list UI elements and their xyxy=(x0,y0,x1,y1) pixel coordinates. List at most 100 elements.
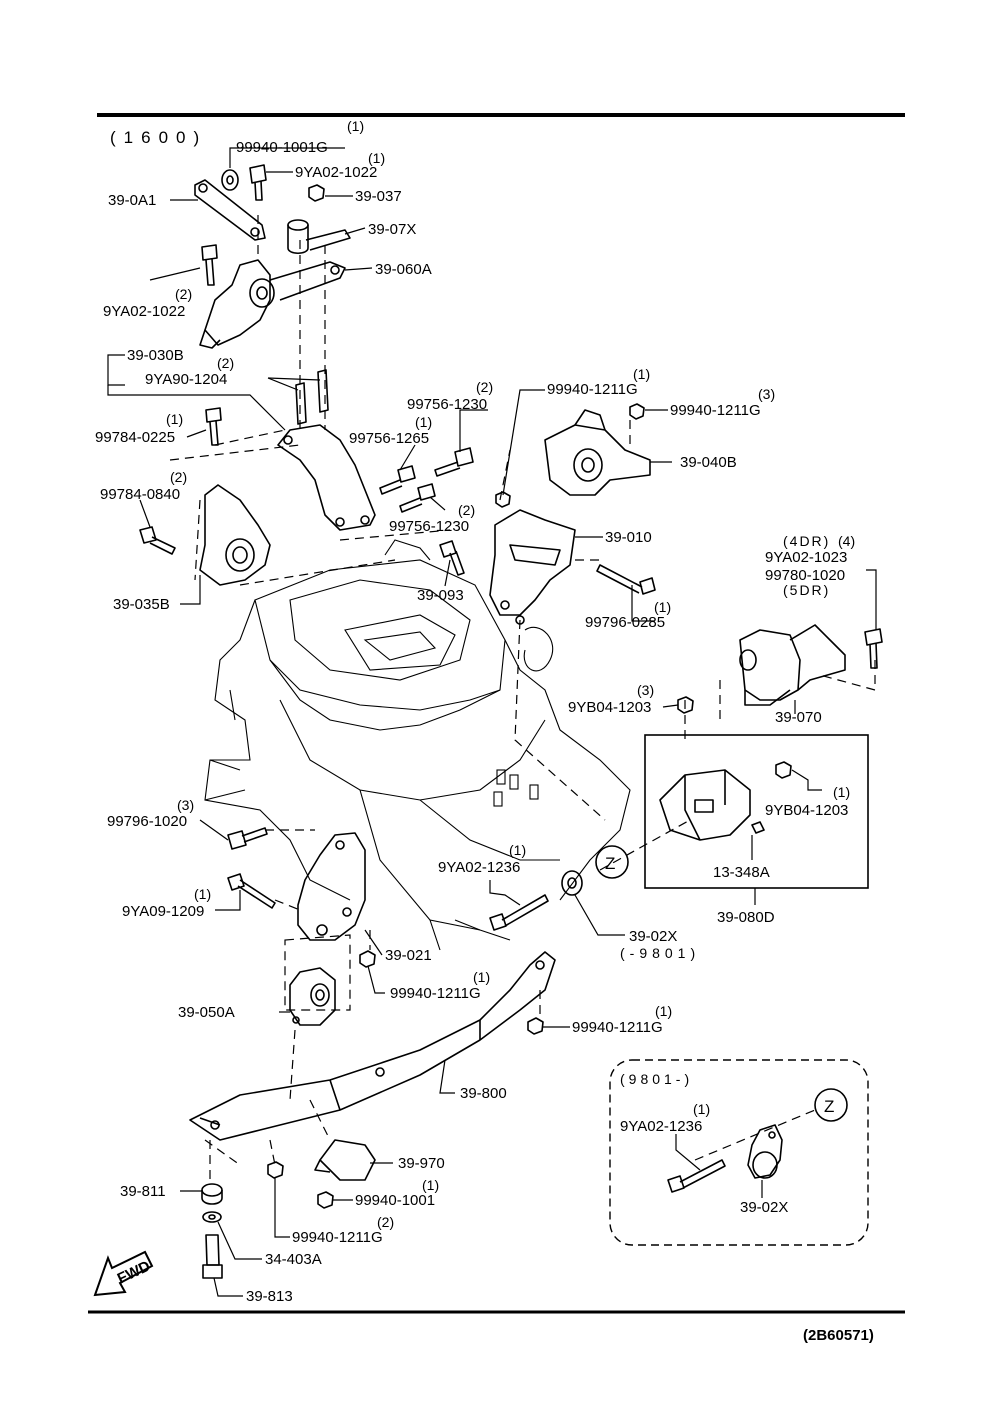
svg-text:(-9801): (-9801) xyxy=(620,945,700,961)
part-label-39-970: 39-970 xyxy=(398,1155,445,1172)
part-label-39-080D: 39-080D xyxy=(717,909,775,926)
mount-39-050A-shape xyxy=(289,967,336,1026)
svg-text:99940-1001: 99940-1001 xyxy=(355,1192,435,1209)
svg-text:(1): (1) xyxy=(633,366,650,382)
part-label-39-811: 39-811 xyxy=(120,1183,166,1200)
svg-text:(2): (2) xyxy=(377,1214,394,1230)
svg-text:99756-1230: 99756-1230 xyxy=(389,518,469,535)
svg-text:Z: Z xyxy=(824,1097,834,1116)
svg-text:(4): (4) xyxy=(838,533,855,549)
svg-text:99940-1211G: 99940-1211G xyxy=(390,985,481,1002)
part-label-39-035B: 39-035B xyxy=(113,596,170,613)
svg-text:(3): (3) xyxy=(177,797,194,813)
part-label-inset-39-02X: 39-02X xyxy=(740,1199,788,1216)
bracket-39-0A1-shape xyxy=(194,179,266,241)
part-label-99940-1211G-b: (3) 99940-1211G xyxy=(670,386,775,419)
svg-text:9YB04-1203: 9YB04-1203 xyxy=(765,802,848,819)
part-label-99756-1230-b: (2) 99756-1230 xyxy=(389,502,475,535)
part-label-9YA02-1022-left: (2) 9YA02-1022 xyxy=(103,286,192,320)
svg-text:99756-1230: 99756-1230 xyxy=(407,396,487,413)
inset-box-9801 xyxy=(609,1059,869,1246)
bracket-39-970-shape xyxy=(314,1139,376,1181)
part-label-99940-1211G-e: (2) 99940-1211G xyxy=(292,1214,394,1246)
bushing-39-811-shape xyxy=(201,1183,223,1205)
nut-99940-1001-shape xyxy=(317,1191,334,1209)
nut-99940-1211G-e-shape xyxy=(267,1161,284,1179)
nut-99940-1211G-c-shape xyxy=(359,950,376,968)
svg-text:(1): (1) xyxy=(473,969,490,985)
bolt-9YA02-1236-shape xyxy=(489,894,549,931)
part-label-4dr: (4DR) (4) xyxy=(783,533,855,549)
part-label-39-800: 39-800 xyxy=(460,1085,507,1102)
svg-text:(3): (3) xyxy=(637,682,654,698)
svg-text:9YA02-1236: 9YA02-1236 xyxy=(620,1118,702,1135)
part-label-13-348A: 13-348A xyxy=(713,864,770,881)
part-label-99940-1211G-d: (1) 99940-1211G xyxy=(572,1003,672,1036)
svg-text:(3): (3) xyxy=(758,386,775,402)
svg-text:99940-1211G: 99940-1211G xyxy=(670,402,761,419)
svg-text:99756-1265: 99756-1265 xyxy=(349,430,429,447)
bolt-99784-0840-shape xyxy=(139,526,176,555)
svg-text:99784-0840: 99784-0840 xyxy=(100,486,180,503)
nut-9YB04-1203-shape xyxy=(677,696,694,714)
mount-39-060A-shape xyxy=(199,259,346,349)
svg-text:9YA02-1022: 9YA02-1022 xyxy=(103,303,185,320)
mount-39-070-shape xyxy=(739,624,846,706)
part-label-99756-1265: (1) 99756-1265 xyxy=(349,414,432,447)
fwd-arrow-icon: FWD xyxy=(93,1250,154,1297)
bracket-39-010-shape xyxy=(489,509,576,625)
part-label-39-021: 39-021 xyxy=(385,947,432,964)
mount-39-040B-shape xyxy=(544,409,651,496)
part-label-39-040B: 39-040B xyxy=(680,454,737,471)
diagram-code: (2B60571) xyxy=(803,1327,874,1344)
bolt-99784-0225-shape xyxy=(205,407,222,446)
inset-box-39-080D xyxy=(644,734,869,889)
part-label-39-010: 39-010 xyxy=(605,529,652,546)
part-label-9YA09-1209: (1) 9YA09-1209 xyxy=(122,886,211,920)
svg-text:(1): (1) xyxy=(654,599,671,615)
svg-text:(2): (2) xyxy=(458,502,475,518)
bolt-99796-0285-shape xyxy=(596,564,656,595)
crossmember-39-800-shape xyxy=(189,951,556,1141)
part-label-5dr: (5DR) xyxy=(783,582,830,598)
bracket-39-030B-shape xyxy=(277,424,376,531)
part-label-99784-0840: (2) 99784-0840 xyxy=(100,469,187,503)
svg-text:9YA90-1204: 9YA90-1204 xyxy=(145,371,227,388)
svg-text:(2): (2) xyxy=(175,286,192,302)
part-label-99780-1020: 99780-1020 xyxy=(765,567,845,584)
nut-39-037-shape xyxy=(308,184,325,202)
leader-lines xyxy=(107,147,877,1297)
part-label-99784-0225: (1) 99784-0225 xyxy=(95,411,183,446)
svg-text:(2): (2) xyxy=(170,469,187,485)
part-label-39-813: 39-813 xyxy=(246,1288,293,1305)
part-label-39-030B: 39-030B xyxy=(127,347,184,364)
svg-text:9YA02-1236: 9YA02-1236 xyxy=(438,859,520,876)
svg-text:99940-1211G: 99940-1211G xyxy=(547,381,638,398)
part-label-39-093: 39-093 xyxy=(417,587,464,604)
part-label-99756-1230-a: (2) 99756-1230 xyxy=(407,379,493,413)
part-label-39-02X: 39-02X (-9801) xyxy=(620,928,700,961)
part-label-inset-range: (9801-) xyxy=(620,1071,693,1087)
svg-text:(2): (2) xyxy=(217,355,234,371)
part-label-99940-1211G-a: (1) 99940-1211G xyxy=(547,366,650,398)
bolt-39-813-shape xyxy=(202,1234,223,1279)
svg-text:9YB04-1203: 9YB04-1203 xyxy=(568,699,651,716)
svg-text:39-02X: 39-02X xyxy=(629,928,677,945)
svg-text:(1): (1) xyxy=(833,784,850,800)
part-label-9YA02-1022-top: (1) 9YA02-1022 xyxy=(295,150,385,181)
part-label-99796-0285: (1) 99796-0285 xyxy=(585,599,671,631)
part-label-9YB04-1203-b: (1) 9YB04-1203 xyxy=(765,784,850,819)
studs-9YA90-1204-shape xyxy=(295,369,329,425)
part-label-9YB04-1203-a: (3) 9YB04-1203 xyxy=(568,682,654,716)
svg-text:99796-0285: 99796-0285 xyxy=(585,614,665,631)
part-label-39-060A: 39-060A xyxy=(375,261,432,278)
part-label-39-037: 39-037 xyxy=(355,188,402,205)
bracket-13-348A-shape xyxy=(659,761,792,841)
bracket-39-035B-shape xyxy=(199,484,271,586)
part-label-99940-1001-bot: (1) 99940-1001 xyxy=(355,1177,439,1209)
assembly-lines xyxy=(169,215,876,1180)
svg-text:(1): (1) xyxy=(194,886,211,902)
bolts-99756-shape xyxy=(379,447,474,513)
part-label-99940-1001G-top: (1) 99940-1001G xyxy=(236,118,364,156)
